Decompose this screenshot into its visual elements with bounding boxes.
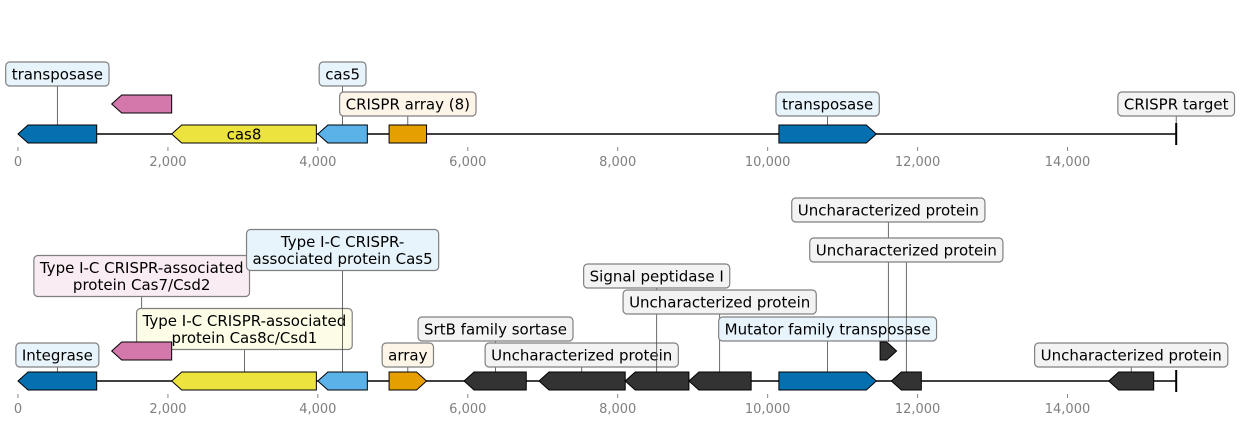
gene-annotation: Signal peptidase I xyxy=(583,263,731,372)
annotation-box xyxy=(484,342,679,368)
gene-feature xyxy=(110,341,173,361)
gene-annotation: Uncharacterized protein xyxy=(809,237,1004,372)
annotation-box xyxy=(1034,342,1229,368)
gene-feature xyxy=(1107,371,1155,391)
annotation-label: Uncharacterized protein xyxy=(816,242,997,260)
annotation-box xyxy=(775,91,880,117)
annotation-label: Signal peptidase I xyxy=(590,268,724,286)
gene-feature xyxy=(170,371,317,391)
gene-annotation: Uncharacterized protein xyxy=(791,197,986,342)
annotation-label: Integrase xyxy=(22,347,93,365)
axis-tick-label: 2,000 xyxy=(149,402,186,417)
gene-feature xyxy=(778,124,878,144)
gene-layer: cas8 xyxy=(17,94,1178,145)
annotation-box xyxy=(791,197,986,223)
gene-feature xyxy=(317,124,368,144)
axis-tick-label: 12,000 xyxy=(895,155,941,170)
annotation-box xyxy=(135,307,353,351)
axis-tick-label: 4,000 xyxy=(299,155,336,170)
axis-tick-label: 2,000 xyxy=(149,155,186,170)
annotation-label: Uncharacterized protein xyxy=(798,202,979,220)
axis-tick-label: 10,000 xyxy=(745,402,791,417)
gene-feature xyxy=(879,341,898,361)
annotation-label: cas5 xyxy=(325,66,360,84)
gene-annotation: transposase xyxy=(775,91,880,125)
axis-tick-label: 0 xyxy=(14,402,22,417)
gene-annotation: transposase xyxy=(5,61,110,125)
gene-annotation: cas5 xyxy=(318,61,367,125)
annotation-label: transposase xyxy=(12,66,103,84)
gene-annotation: array xyxy=(381,342,435,372)
annotation-label: CRISPR target xyxy=(1124,96,1229,114)
axis-tick-label: 4,000 xyxy=(299,402,336,417)
annotation-box xyxy=(15,342,100,368)
annotation-box xyxy=(5,61,110,87)
axis-tick-label: 8,000 xyxy=(599,155,636,170)
annotation-label: Uncharacterized protein xyxy=(491,347,672,365)
annotation-box xyxy=(318,61,367,87)
gene-layer xyxy=(17,341,1178,392)
label-layer: transposasecas7cas5CRISPR array (8)trans… xyxy=(5,61,1236,125)
annotation-label: Mutator family transposase xyxy=(725,321,931,339)
gene-feature xyxy=(890,371,922,391)
gene-feature xyxy=(388,124,428,144)
axis-tick-label: 6,000 xyxy=(449,155,486,170)
gene-feature xyxy=(110,94,173,114)
gene-feature xyxy=(170,124,317,144)
axis-tick-label: 10,000 xyxy=(745,155,791,170)
annotation-box xyxy=(417,316,574,342)
gene-feature xyxy=(388,371,428,391)
annotation-box xyxy=(583,263,731,289)
track-1: transposasecas7cas5CRISPR array (8)trans… xyxy=(5,61,1236,170)
gene-feature xyxy=(463,371,527,391)
axis-tick-label: 8,000 xyxy=(599,402,636,417)
axis-tick-label: 0 xyxy=(14,155,22,170)
annotation-label: Type I-C CRISPR-associated protein Cas5 xyxy=(253,233,433,268)
gene-feature xyxy=(688,371,752,391)
annotation-box xyxy=(338,91,477,117)
annotation-box xyxy=(809,237,1004,263)
gene-feature xyxy=(624,371,690,391)
gene-annotation: SrtB family sortase xyxy=(417,316,574,372)
annotation-box xyxy=(245,228,440,272)
axis-tick-label: 12,000 xyxy=(895,402,941,417)
gene-annotation: Uncharacterized protein xyxy=(622,289,817,372)
annotation-label: array xyxy=(388,347,427,365)
annotation-label: SrtB family sortase xyxy=(424,321,567,339)
gene-annotation: Uncharacterized protein xyxy=(1034,342,1229,372)
gene-feature xyxy=(538,371,626,391)
annotation-box xyxy=(381,342,435,368)
annotation-box xyxy=(718,316,938,342)
annotation-box xyxy=(622,289,817,315)
gene-annotation: Uncharacterized protein xyxy=(484,342,679,372)
gene-annotation: Mutator family transposase xyxy=(718,316,938,372)
gene-feature xyxy=(317,371,368,391)
gene-feature xyxy=(17,371,98,391)
gene-annotation: Integrase xyxy=(15,342,100,372)
gene-inner-label: cas8 xyxy=(227,126,262,144)
gene-annotation: CRISPR array (8) xyxy=(338,91,477,125)
axis-tick-label: 14,000 xyxy=(1045,155,1091,170)
gene-feature xyxy=(17,124,98,144)
annotation-label: Uncharacterized protein xyxy=(629,294,810,312)
annotation-label: CRISPR array (8) xyxy=(346,96,470,114)
gene-annotation: CRISPR target xyxy=(1117,91,1236,125)
axis-tick-label: 6,000 xyxy=(449,402,486,417)
annotation-label: Uncharacterized protein xyxy=(1041,347,1222,365)
gene-feature xyxy=(778,371,878,391)
annotation-box xyxy=(1117,91,1236,117)
axis-tick-label: 14,000 xyxy=(1045,402,1091,417)
annotation-box xyxy=(33,254,251,298)
gene-annotation: Type I-C CRISPR-associated protein Cas5 xyxy=(245,228,440,372)
annotation-label: transposase xyxy=(782,96,873,114)
